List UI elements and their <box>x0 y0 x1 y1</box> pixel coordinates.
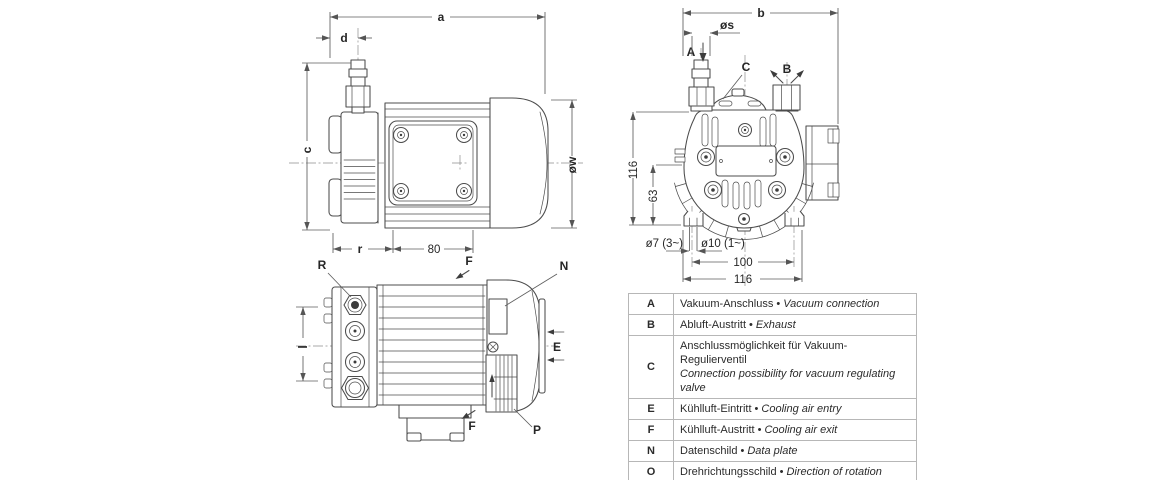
exhaust-fitting <box>772 84 801 112</box>
legend-text: Vakuum-Anschluss•Vacuum connection <box>680 298 880 310</box>
label-E: E <box>553 340 561 354</box>
dim-80: 80 <box>428 244 441 256</box>
dim-c: c <box>300 146 314 153</box>
hex-nut <box>340 375 370 401</box>
port-labels: A C B <box>687 42 804 100</box>
side-view-bottom: R l F N E F P <box>296 254 568 442</box>
legend-row-C: C Anschlussmöglichkeit für Vakuum-Reguli… <box>628 335 917 399</box>
label-F-top: F <box>465 254 472 268</box>
motor-end-cap <box>489 97 549 229</box>
dim-r: r <box>358 242 363 256</box>
dim-b: b <box>757 6 764 20</box>
pump-body <box>384 97 549 229</box>
suction-arrow-icon <box>699 53 707 62</box>
vacuum-connection-fitting <box>688 59 715 112</box>
label-B: B <box>783 62 792 76</box>
label-P: P <box>533 423 541 437</box>
legend-row-E: E Kühlluft-Eintritt•Cooling air entry <box>628 398 917 420</box>
pump-head <box>328 103 386 229</box>
dim-63: 63 <box>648 190 660 203</box>
dimensions-front-view: b øs 116 63 ø7 (3~) ø10 (1~) 100 <box>628 6 839 286</box>
legend-row-O: O Drehrichtungsschild•Direction of rotat… <box>628 461 917 480</box>
label-N: N <box>560 259 569 273</box>
dim-l: l <box>296 345 310 348</box>
legend-text: Kühlluft-Eintritt•Cooling air entry <box>673 398 917 420</box>
dim-ow: øw <box>565 156 579 173</box>
mounting-feet <box>683 210 805 227</box>
legend-key: C <box>628 335 674 399</box>
dimensions-side-view: a d c øw r 80 <box>300 10 579 256</box>
legend-row-F: F Kühlluft-Austritt•Cooling air exit <box>628 419 917 441</box>
dim-os: øs <box>720 18 734 32</box>
legend-row-N: N Datenschild•Data plate <box>628 440 917 462</box>
cooling-entry-arrow-upper-icon <box>547 329 554 335</box>
data-plate <box>488 298 508 335</box>
label-F-bottom: F <box>468 419 475 433</box>
dim-a: a <box>438 10 445 24</box>
legend-row-B: B Abluft-Austritt•Exhaust <box>628 314 917 336</box>
vacuum-hose-barb <box>345 59 371 114</box>
exhaust-arrow-right-icon <box>796 70 804 78</box>
valve-dome <box>709 94 767 111</box>
dim-116-bottom: 116 <box>734 274 752 286</box>
motor-plate-box <box>485 354 518 413</box>
legend-key: B <box>628 314 674 336</box>
exhaust-arrow-left-icon <box>770 70 778 78</box>
dim-100: 100 <box>733 257 752 269</box>
legend-text: Datenschild•Data plate <box>673 440 917 462</box>
legend-table: A Vakuum-Anschluss•Vacuum connection B A… <box>628 293 917 480</box>
front-view: A C B b øs 116 <box>628 6 840 288</box>
rotation-arrow-icon <box>489 374 495 382</box>
legend-key: F <box>628 419 674 441</box>
dim-o10: ø10 (1~) <box>701 238 745 250</box>
pump-head-side <box>323 286 378 408</box>
legend-key: O <box>628 461 674 480</box>
legend-text: Anschlussmöglichkeit für Vakuum-Regulier… <box>673 335 917 399</box>
finned-motor-body <box>376 284 488 406</box>
cooling-entry-arrow-lower-icon <box>547 357 554 363</box>
legend-row-A: A Vakuum-Anschluss•Vacuum connection <box>628 293 917 315</box>
cover-screws <box>392 126 473 200</box>
legend-text: Kühlluft-Austritt•Cooling air exit <box>673 419 917 441</box>
legend-key: A <box>628 293 674 315</box>
front-face-details <box>696 113 795 226</box>
dim-116: 116 <box>628 161 640 179</box>
label-C: C <box>742 60 751 74</box>
legend-key: N <box>628 440 674 462</box>
front-plate <box>715 145 777 177</box>
motor-block <box>805 125 840 201</box>
label-A: A <box>687 45 696 59</box>
cooling-exit-arrow-top-icon <box>455 272 464 279</box>
side-view-top: a d c øw r 80 <box>289 10 583 256</box>
label-R: R <box>318 258 327 272</box>
legend-key: E <box>628 398 674 420</box>
dim-d: d <box>340 31 347 45</box>
legend-text: Abluft-Austritt•Exhaust <box>673 314 917 336</box>
dim-o7: ø7 (3~) <box>646 238 684 250</box>
cooling-exit-arrow-bottom-icon <box>461 412 470 419</box>
pump-base <box>398 404 472 442</box>
legend-text: Drehrichtungsschild•Direction of rotatio… <box>673 461 917 480</box>
labels-side-view-bottom: R l F N E F P <box>296 254 568 437</box>
